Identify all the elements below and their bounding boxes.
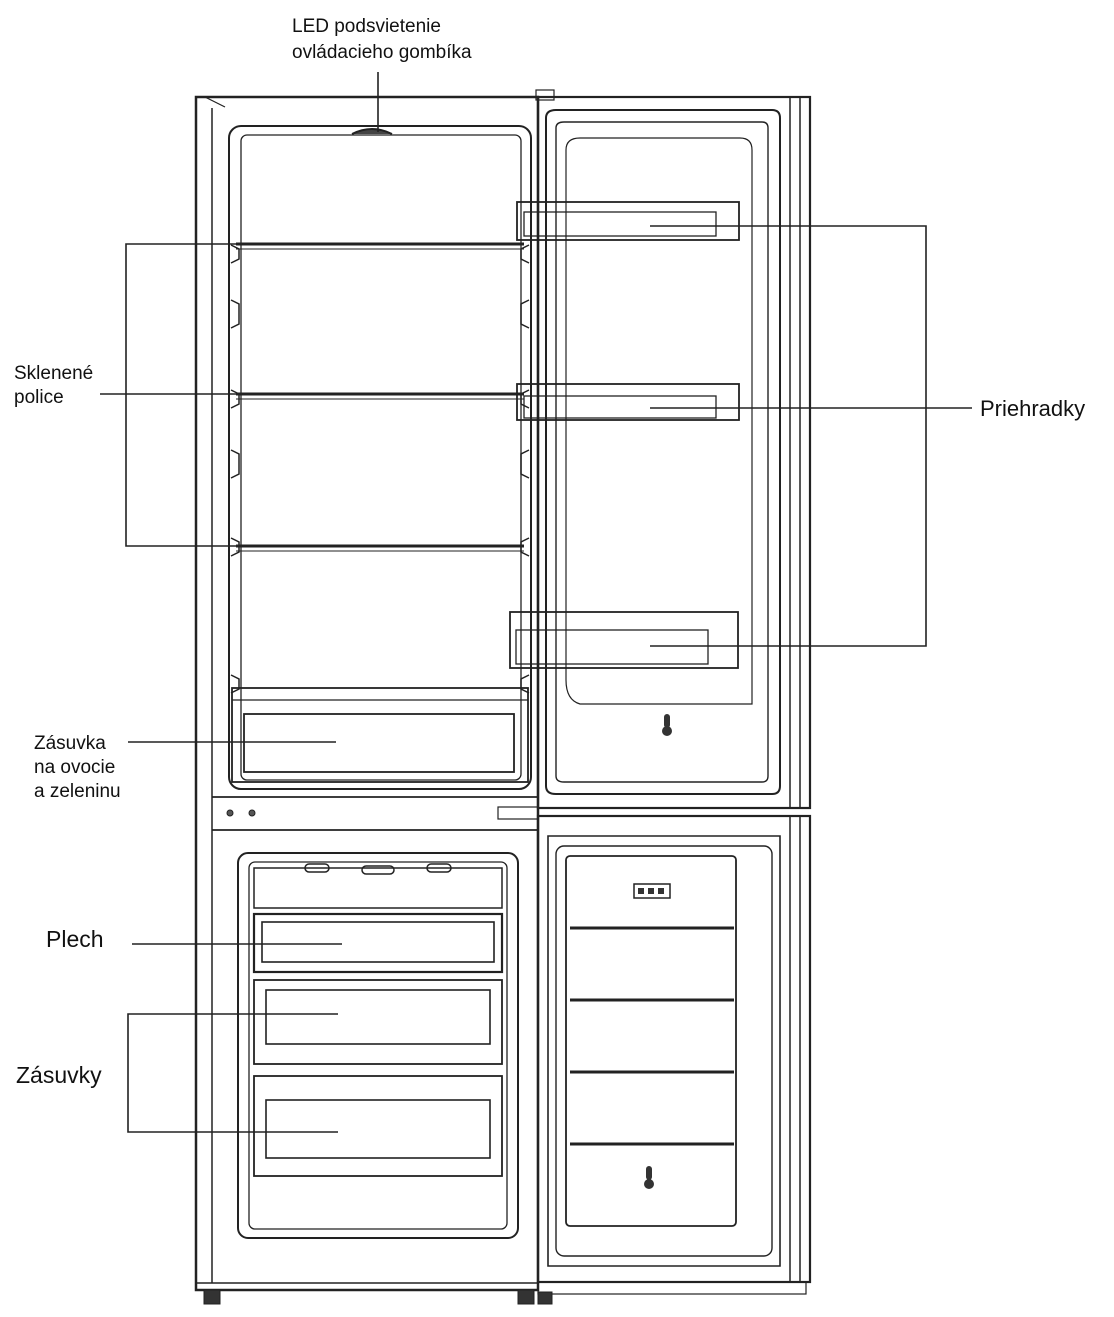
glass-shelf — [236, 242, 524, 548]
label-door-bins: Priehradky — [980, 396, 1085, 421]
freezer-tray — [252, 912, 504, 974]
fridge-compartment — [228, 125, 532, 790]
door-bin — [516, 201, 740, 241]
label-glass-shelves-line2: police — [14, 387, 64, 408]
crisper-drawer — [231, 687, 529, 783]
label-led-line1: LED podsvietenie — [292, 16, 441, 37]
leader-lines — [100, 72, 972, 1133]
label-crisper-line1: Zásuvka — [34, 733, 106, 754]
door-bin — [509, 611, 739, 669]
door-bin — [516, 383, 740, 421]
label-crisper-line2: na ovocie — [34, 757, 115, 778]
label-glass-shelves-line1: Sklenené — [14, 363, 93, 384]
label-tray: Plech — [46, 926, 104, 952]
label-crisper-line3: a zeleninu — [34, 781, 121, 802]
thermometer-icon — [644, 1166, 654, 1189]
fridge-door — [509, 89, 812, 810]
freezer-drawer — [253, 1075, 503, 1177]
freezer-drawer — [253, 979, 503, 1065]
freezer-door — [536, 814, 812, 1305]
thermometer-icon — [662, 714, 672, 736]
label-drawers: Zásuvky — [16, 1062, 102, 1088]
control-panel-icon — [633, 883, 671, 899]
freezer-compartment — [237, 852, 519, 1239]
led-light-icon — [351, 128, 393, 135]
label-led-line2: ovládacieho gombíka — [292, 42, 472, 63]
